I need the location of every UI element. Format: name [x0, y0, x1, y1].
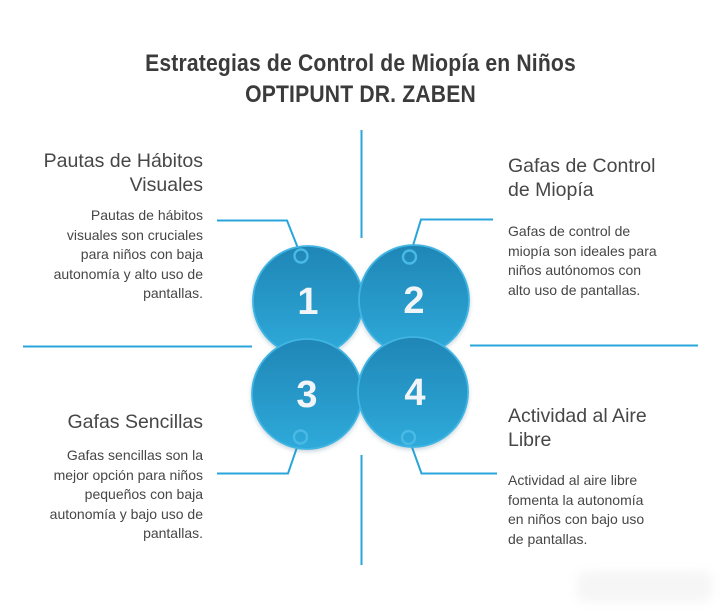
step-number-1: 1: [297, 281, 318, 323]
connector-quadrant-4: [410, 444, 497, 475]
connector-quadrant-1: [217, 219, 300, 250]
ring-anchors: [292, 248, 418, 446]
blurred-watermark: [577, 571, 712, 602]
connector-quadrant-3: [217, 443, 300, 475]
step-number-2: 2: [403, 280, 424, 322]
quadrant-3-heading: Gafas Sencillas: [67, 411, 203, 433]
connector-quadrant-2: [410, 218, 493, 251]
quadrant-2-heading: Gafas de Control de Miopía: [508, 155, 656, 201]
quadrant-1-description: Pautas de hábitos visuales son cruciales…: [53, 207, 203, 301]
step-number-3: 3: [296, 374, 317, 416]
quadrant-4-heading: Actividad al Aire Libre: [508, 405, 647, 451]
title-line-1: Estrategias de Control de Miopía en Niño…: [145, 50, 576, 77]
ring-anchor-3: [292, 429, 309, 445]
title-line-2: OPTIPUNT DR. ZABEN: [245, 81, 476, 108]
quadrant-4-description: Actividad al aire libre fomenta la auton…: [508, 472, 645, 547]
page-title: Estrategias de Control de Miopía en Niño…: [0, 48, 721, 110]
quadrant-1-heading: Pautas de Hábitos Visuales: [43, 150, 203, 196]
quadrant-3-description: Gafas sencillas son la mejor opción para…: [49, 447, 203, 541]
quadrant-2-description: Gafas de control de miopía son ideales p…: [508, 223, 657, 298]
connector-lines: [217, 218, 497, 475]
ring-anchor-2: [401, 249, 418, 265]
axis-lines: [23, 130, 698, 565]
step-number-4: 4: [404, 372, 425, 414]
circle-cluster: [251, 244, 470, 450]
ring-anchor-4: [400, 429, 417, 446]
ring-anchor-1: [293, 248, 309, 264]
circle-4: [357, 336, 469, 448]
step-numbers: 1 2 3 4: [296, 280, 425, 416]
